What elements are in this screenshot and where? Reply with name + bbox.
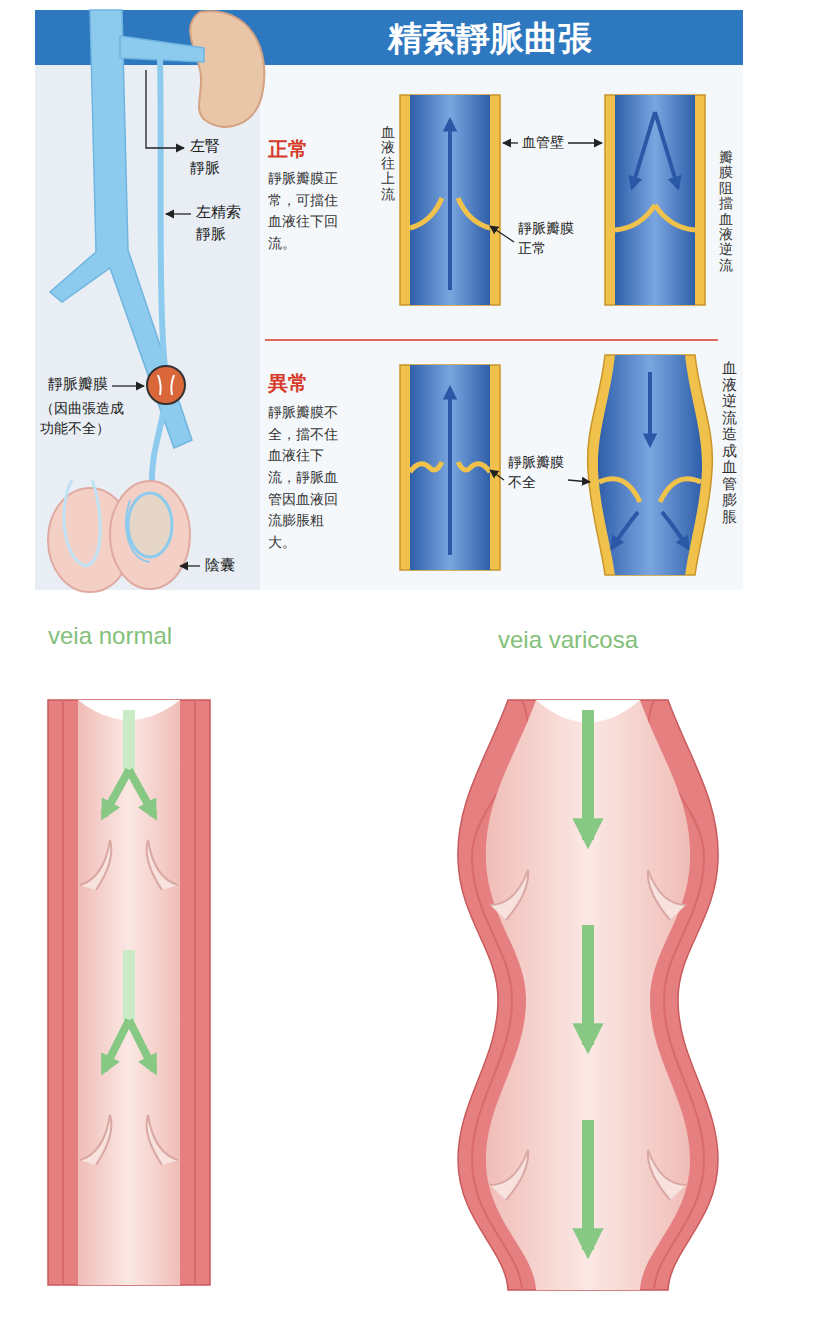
- vein-lumen: [410, 95, 490, 305]
- valve-flap: [648, 870, 686, 920]
- valve-flap: [655, 205, 695, 230]
- part-label: 靜脈瓣膜: [48, 375, 112, 395]
- image-caption: veia varicosa: [498, 624, 638, 655]
- wall-line: [62, 700, 64, 1285]
- leader-line: [568, 480, 590, 482]
- wall-line: [194, 700, 196, 1285]
- vein-loop: [64, 480, 100, 566]
- part-label: 血管壁: [522, 133, 566, 153]
- vein-wall: [48, 700, 210, 1285]
- vertical-label: 血液逆流造成血管膨脹: [722, 360, 737, 525]
- scrotum: [110, 481, 190, 589]
- vein-lumen: [486, 700, 690, 1290]
- part-label: 陰囊: [205, 556, 239, 576]
- valve-flaps: [158, 375, 174, 395]
- flow-arrow: [582, 925, 594, 1045]
- leader-line: [180, 565, 200, 566]
- valve-flap: [648, 1150, 686, 1200]
- part-label: 左腎靜脈: [190, 136, 222, 180]
- vein-wall: [400, 365, 500, 570]
- description-text: 靜脈瓣膜不全，擋不住血液往下流，靜脈血管因血液回流膨脹粗大。: [268, 402, 344, 554]
- flow-arrow: [662, 512, 688, 548]
- part-label: 靜脈瓣膜不全: [508, 452, 568, 493]
- valve-flap: [458, 462, 490, 472]
- vein-lumen: [598, 355, 702, 575]
- note-text: （因曲張造成功能不全）: [40, 398, 132, 439]
- flow-arrow: [655, 112, 678, 188]
- leader-line: [146, 70, 184, 148]
- image-caption: veia normal: [48, 620, 172, 651]
- valve-flap: [80, 1115, 111, 1165]
- vein-loop: [126, 500, 150, 562]
- part-label: 靜脈瓣膜正常: [518, 218, 578, 259]
- flow-arrow: [632, 112, 655, 188]
- flow-arrow: [123, 710, 135, 770]
- flow-arrow: [582, 710, 594, 840]
- flow-arrow: [129, 770, 154, 815]
- testis: [128, 493, 172, 557]
- title-band: [35, 10, 743, 65]
- flow-arrow: [582, 1120, 594, 1250]
- title: 精索靜脈曲張: [388, 18, 592, 59]
- leader-line: [112, 385, 144, 386]
- description-text: 靜脈瓣膜正常，可擋住血液往下回流。: [268, 168, 344, 255]
- separator-line: [265, 339, 718, 341]
- valve-flap: [147, 840, 178, 890]
- flow-arrow: [104, 1020, 129, 1070]
- valve-flap: [410, 198, 442, 228]
- leader-line: [503, 142, 518, 143]
- flow-arrow: [129, 1020, 154, 1070]
- valve-detail: [147, 366, 185, 404]
- flow-arrow: [612, 512, 638, 548]
- valve-flap: [660, 479, 701, 502]
- vertical-label: 血液往上流: [381, 125, 395, 202]
- vein-lumen: [78, 700, 180, 1285]
- flow-arrow: [648, 372, 652, 445]
- kidney: [190, 11, 264, 127]
- valve-flap: [147, 1115, 178, 1165]
- section-heading: 異常: [268, 370, 318, 396]
- section-heading: 正常: [268, 136, 318, 162]
- leader-line: [568, 142, 602, 143]
- flow-arrow: [448, 388, 452, 555]
- vein-wall: [400, 95, 500, 305]
- valve-flap: [490, 870, 528, 920]
- valve-flap: [80, 840, 111, 890]
- part-label: 左精索靜脈: [196, 202, 243, 246]
- flow-arrow: [448, 120, 452, 290]
- valve-flap: [615, 205, 655, 230]
- valve-flap: [490, 1150, 528, 1200]
- leader-line: [166, 213, 191, 214]
- vein-wall: [588, 355, 713, 575]
- vein-lumen: [410, 365, 490, 570]
- valve-flap: [599, 479, 640, 502]
- leader-line: [490, 226, 514, 242]
- vein-wall: [458, 700, 718, 1290]
- valve-flap: [458, 198, 490, 228]
- flow-arrow: [123, 950, 135, 1020]
- flow-arrow: [104, 770, 129, 815]
- left-spermatic-vein: [152, 58, 166, 488]
- valve-flap: [410, 462, 442, 472]
- vein-lumen: [615, 95, 695, 305]
- vertical-label: 瓣膜阻擋血液逆流: [719, 150, 733, 273]
- leader-line: [490, 470, 504, 480]
- vein-wall: [605, 95, 705, 305]
